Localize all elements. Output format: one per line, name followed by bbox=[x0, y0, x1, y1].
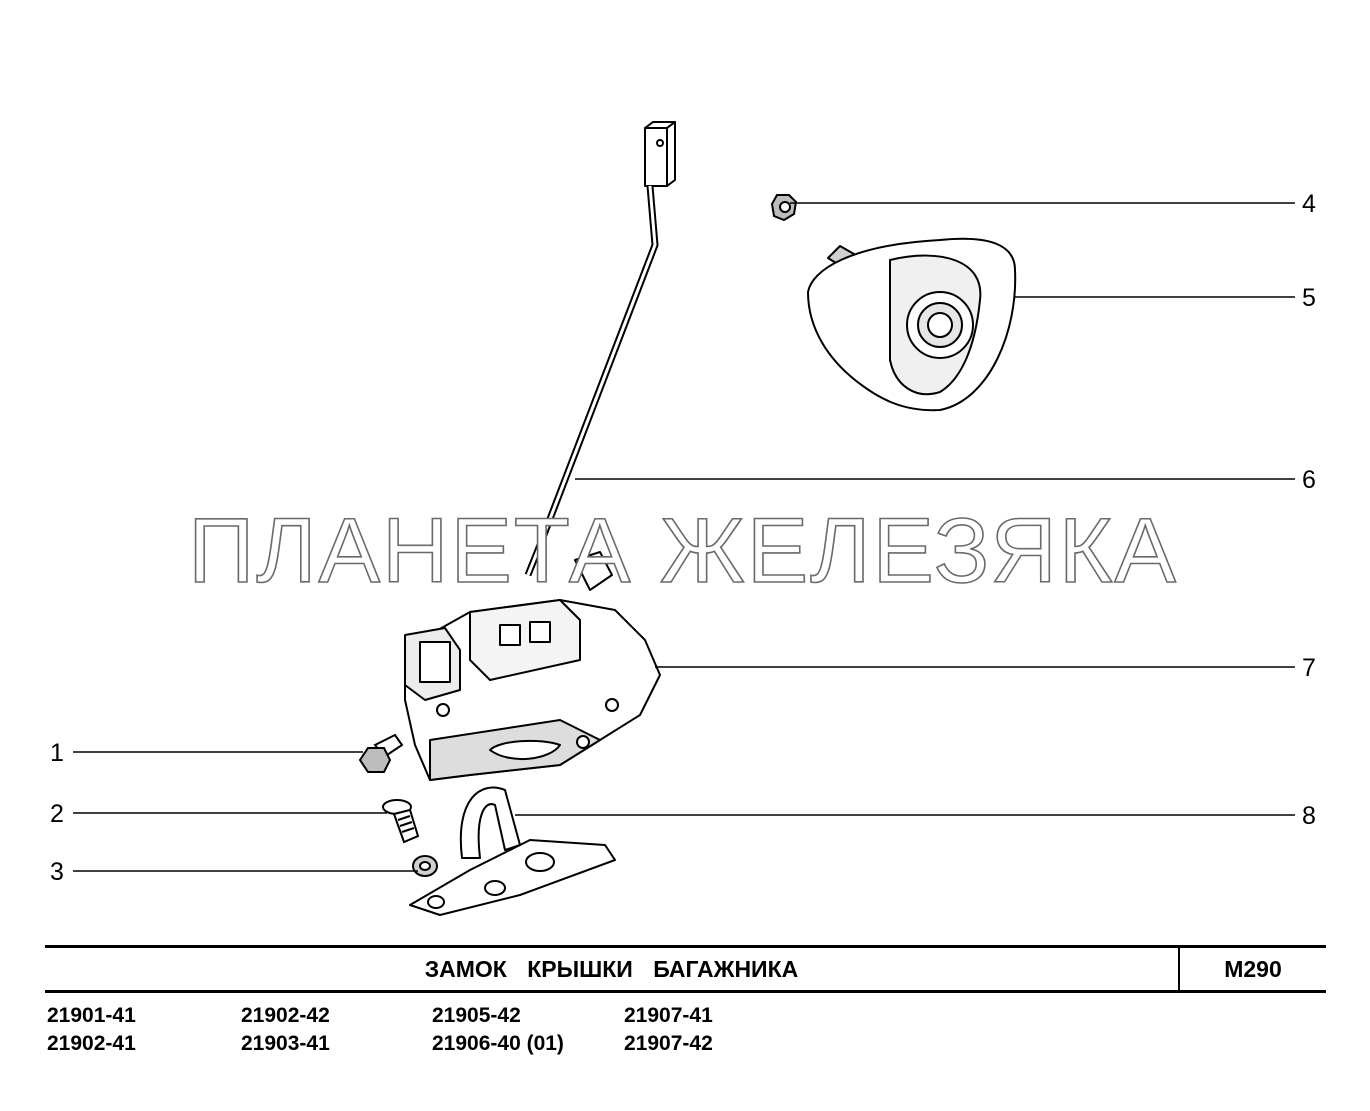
part-4-nut bbox=[770, 194, 798, 222]
model-number: 21905-42 bbox=[432, 1004, 521, 1027]
title-bottom-rule bbox=[45, 990, 1326, 993]
title-block: ЗАМОК КРЫШКИ БАГАЖНИКА М290 bbox=[45, 945, 1326, 993]
part-2-screw bbox=[382, 799, 420, 844]
diagram-code: М290 bbox=[1224, 956, 1282, 982]
title-divider bbox=[1178, 945, 1180, 992]
leader-lines bbox=[73, 202, 1295, 872]
part-7-lock-body bbox=[404, 551, 661, 781]
callout-5: 5 bbox=[1302, 284, 1316, 312]
watermark-text: ПЛАНЕТА ЖЕЛЕЗЯКА bbox=[188, 500, 1178, 602]
part-8-striker bbox=[409, 786, 616, 916]
model-number: 21901-41 bbox=[47, 1004, 136, 1027]
part-6-rod bbox=[524, 121, 676, 577]
callout-3: 3 bbox=[50, 858, 64, 886]
callout-6: 6 bbox=[1302, 466, 1316, 494]
parts-diagram: ПЛАНЕТА ЖЕЛЕЗЯКА 1 2 3 4 5 6 7 8 bbox=[50, 121, 1316, 916]
model-number: 21903-41 bbox=[241, 1032, 330, 1055]
model-number: 21906-40 (01) bbox=[432, 1032, 564, 1055]
callout-4: 4 bbox=[1302, 190, 1316, 218]
model-number: 21902-42 bbox=[241, 1004, 330, 1027]
diagram-title: ЗАМОК КРЫШКИ БАГАЖНИКА bbox=[424, 956, 799, 982]
callout-1: 1 bbox=[50, 739, 64, 767]
title-top-rule bbox=[45, 945, 1326, 948]
part-5-cylinder-housing bbox=[807, 237, 1017, 412]
callout-2: 2 bbox=[50, 800, 64, 828]
model-number: 21907-41 bbox=[624, 1004, 713, 1027]
part-3-washer bbox=[412, 855, 438, 877]
callout-8: 8 bbox=[1302, 802, 1316, 830]
callout-7: 7 bbox=[1302, 654, 1316, 682]
model-number: 21907-42 bbox=[624, 1032, 713, 1055]
model-number: 21902-41 bbox=[47, 1032, 136, 1055]
part-1-bolt bbox=[358, 733, 404, 773]
